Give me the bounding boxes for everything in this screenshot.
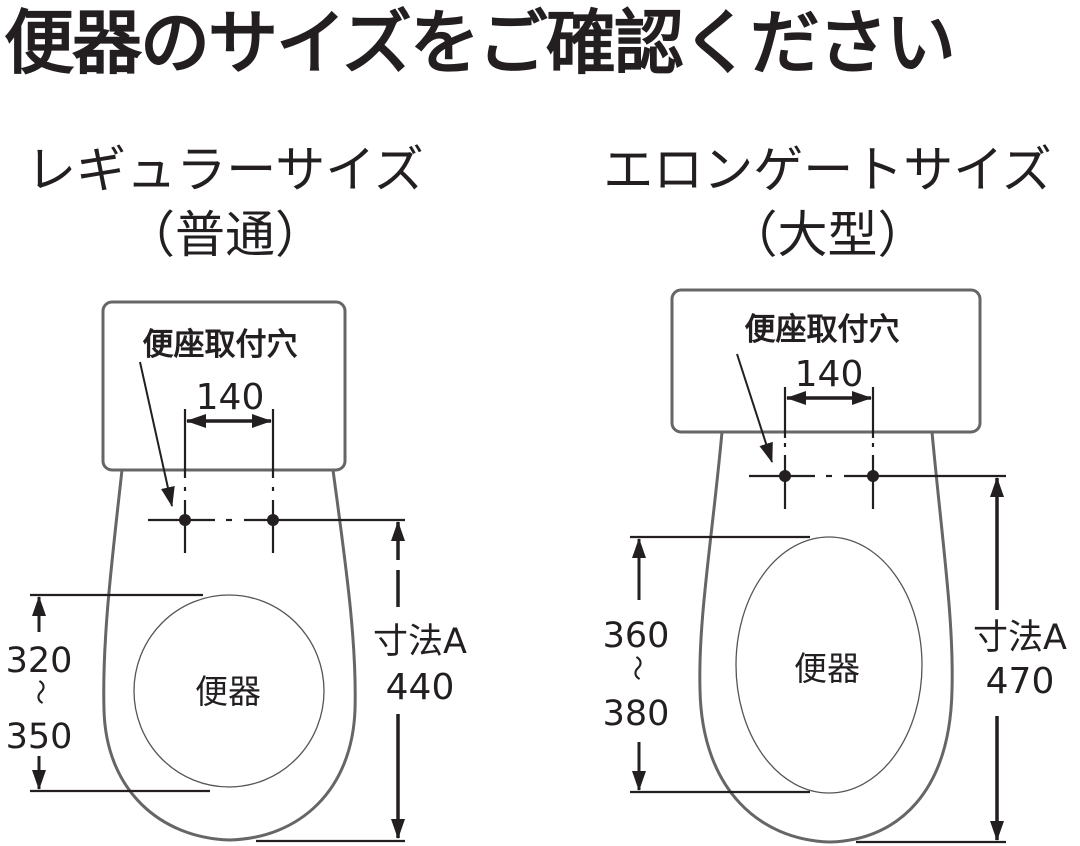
page-title: 便器のサイズをご確認ください: [4, 2, 956, 84]
regular-size-subheading: （普通）: [125, 206, 325, 264]
elongated-dimension-a-label: 寸法A: [973, 618, 1067, 658]
elongated-size-subheading: （大型）: [727, 206, 928, 264]
elongated-bowl-length-min: 360: [603, 616, 670, 656]
elongated-bowl-length-max: 380: [603, 694, 670, 734]
regular-bowl-opening: [133, 594, 325, 788]
regular-mount-hole-right: [267, 514, 279, 526]
regular-bowl-length-min: 320: [6, 641, 73, 681]
regular-bowl-outline: [102, 469, 357, 842]
elongated-mount-hole-pointer: [736, 353, 773, 463]
elongated-hole-spacing-value: 140: [795, 354, 864, 395]
regular-hole-spacing-value: 140: [196, 377, 265, 418]
elongated-bowl-outline: [698, 431, 954, 844]
elongated-size-heading: エロンゲートサイズ: [603, 141, 1052, 199]
regular-size-heading: レギュラーサイズ: [26, 141, 424, 199]
elongated-tank: [670, 288, 982, 434]
elongated-dimension-a-value: 470: [986, 661, 1055, 702]
elongated-mount-hole-right: [867, 470, 879, 482]
elongated-bowl-label: 便器: [794, 649, 860, 688]
regular-mount-hole-pointer: [139, 361, 175, 507]
regular-mount-hole-label: 便座取付穴: [143, 327, 298, 363]
elongated-bowl-opening: [735, 536, 923, 794]
regular-tank: [101, 300, 347, 472]
elongated-mount-hole-left: [779, 470, 791, 482]
elongated-bowl-length-separator: ～: [621, 655, 651, 681]
elongated-mount-hole-label: 便座取付穴: [745, 312, 900, 348]
regular-bowl-label: 便器: [195, 672, 261, 711]
regular-dimension-a-label: 寸法A: [373, 622, 467, 662]
regular-bowl-length-max: 350: [6, 717, 73, 757]
regular-toilet-diagram: 便座取付穴 140 便器 寸法A 440 320 ～ 350: [6, 300, 467, 843]
regular-bowl-length-separator: ～: [24, 679, 54, 705]
elongated-toilet-diagram: 便座取付穴 140 便器 寸法A 470 360 ～ 380: [603, 288, 1067, 844]
regular-mount-hole-left: [179, 514, 191, 526]
regular-dimension-a-value: 440: [386, 667, 455, 708]
